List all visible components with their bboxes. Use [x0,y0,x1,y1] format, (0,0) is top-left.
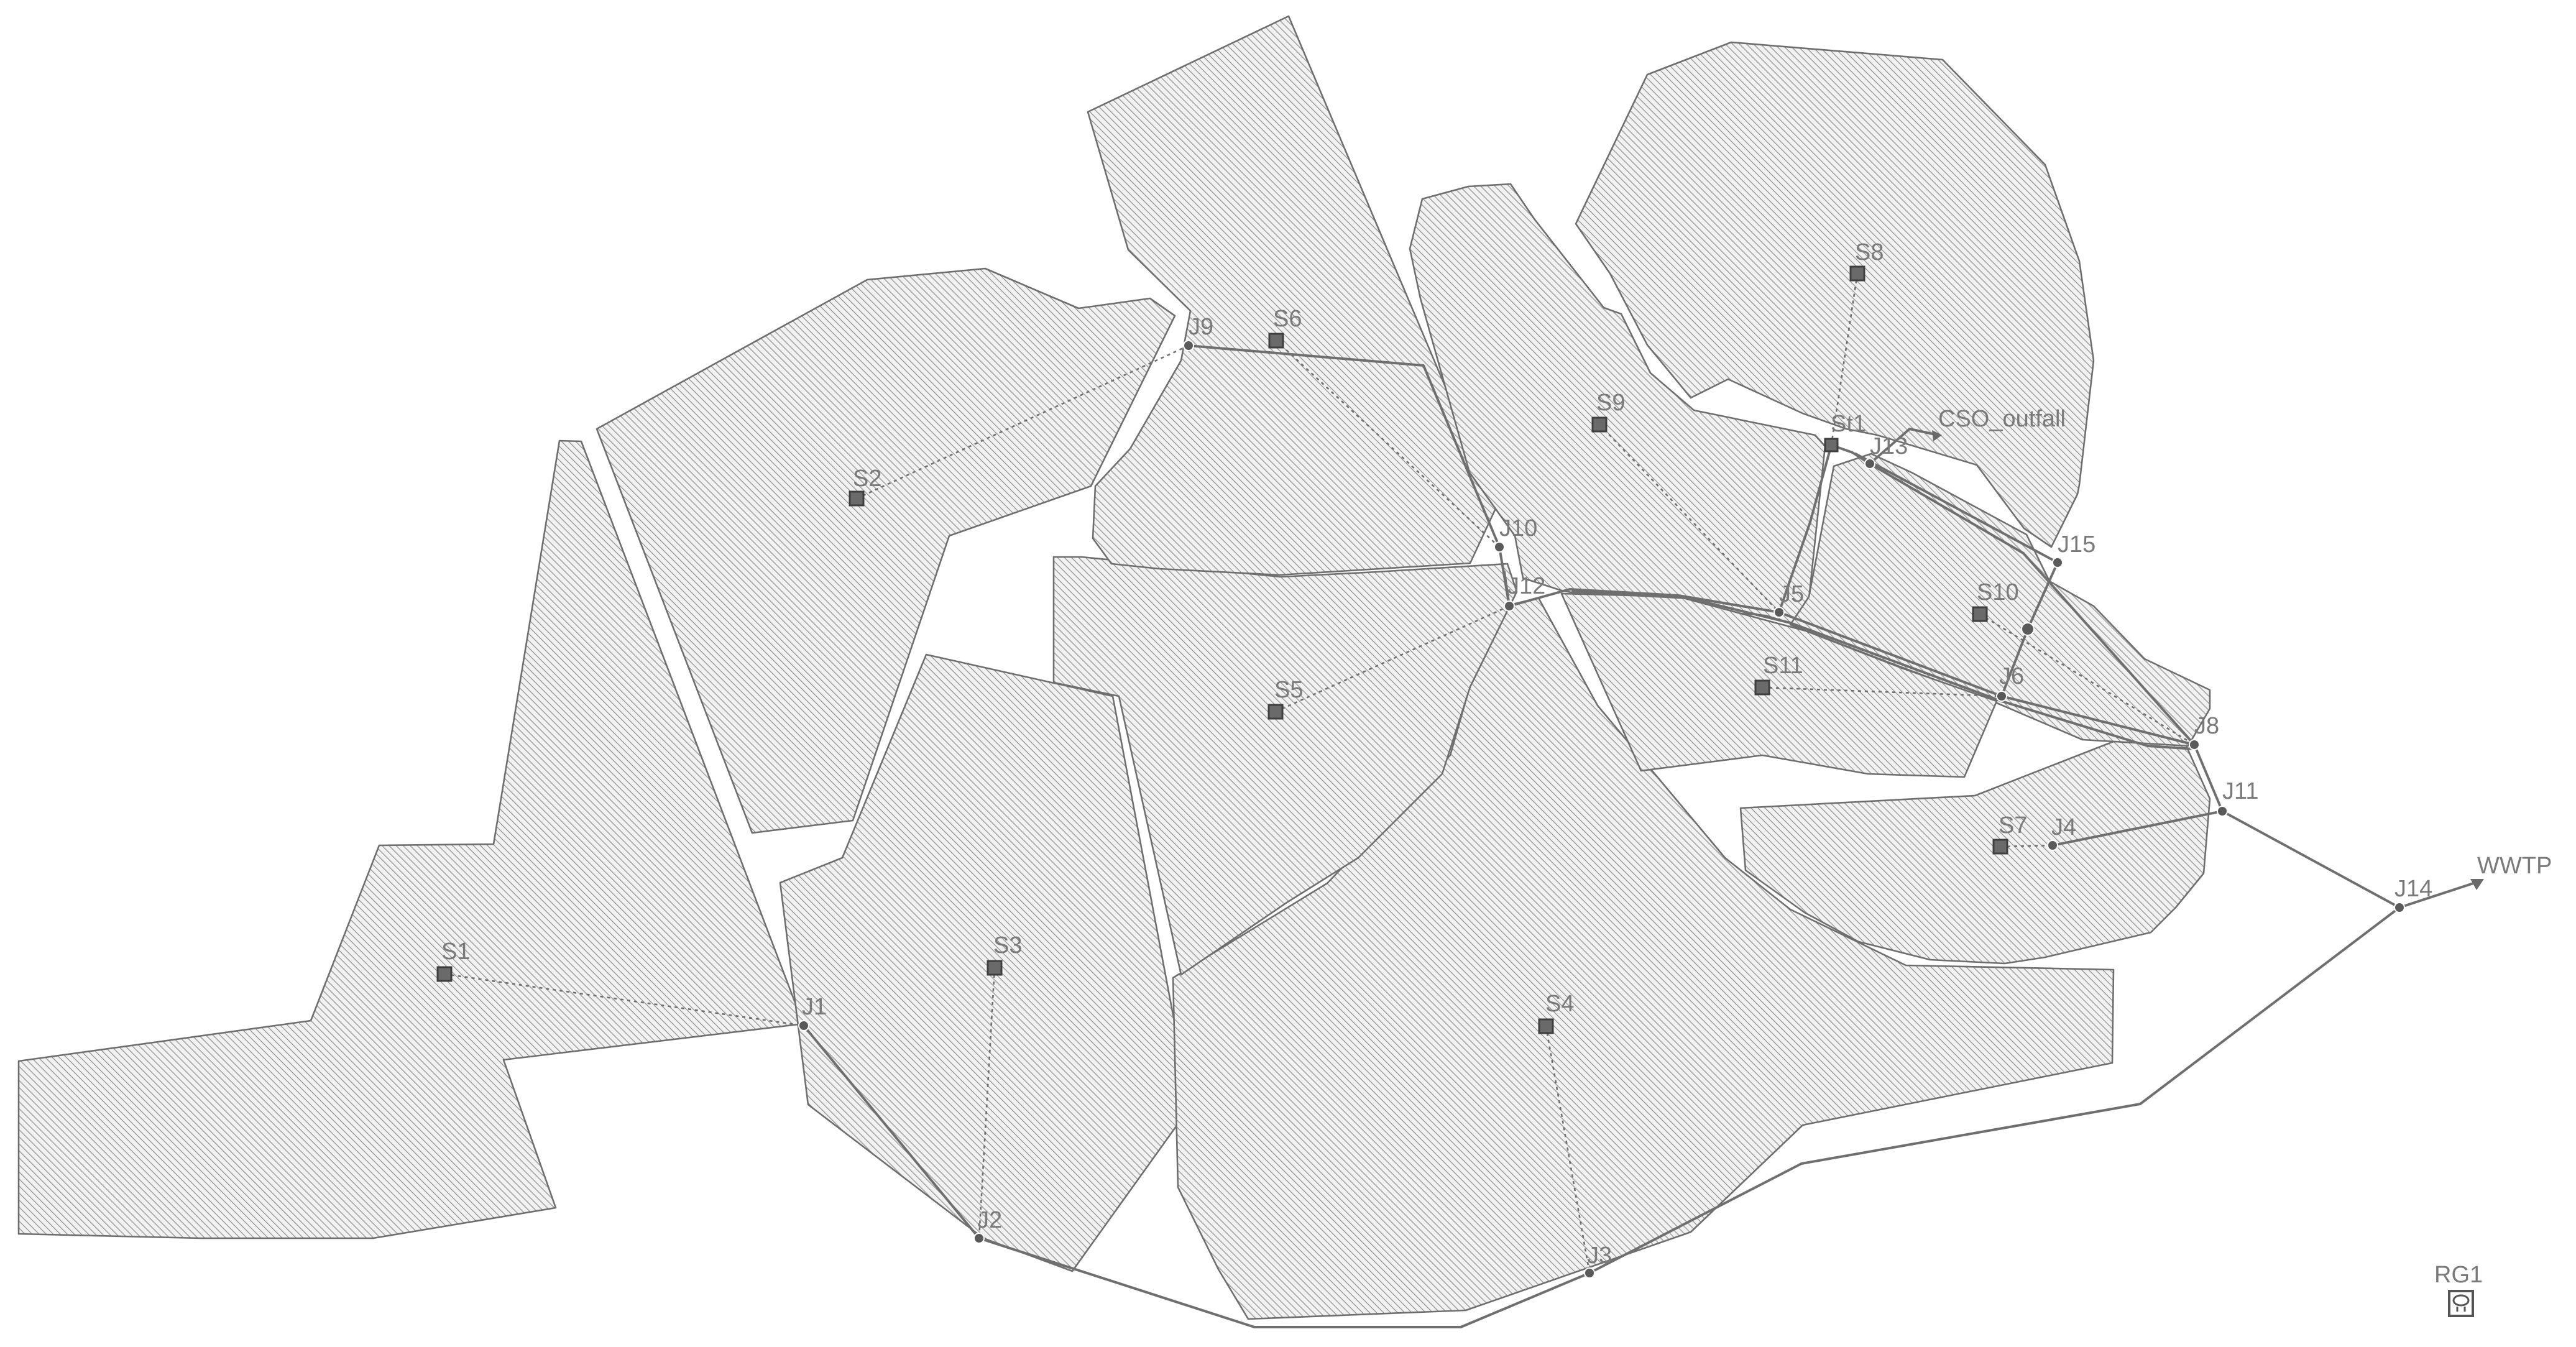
subcatchment-marker-s1[interactable] [436,966,453,982]
outfall-arrow-wwtp[interactable] [2470,879,2484,890]
junction-node-j5[interactable] [1773,607,1785,618]
subcatchment-routing-lines [444,273,2195,1274]
label-j14: J14 [2394,876,2432,902]
label-j3: J3 [1587,1243,1612,1269]
label-s9: S9 [1596,390,1625,416]
subcatchment-marker-s3[interactable] [987,960,1003,976]
conduit-j13-j15 [1854,453,2059,564]
junction-node-j4[interactable] [2047,840,2058,851]
subcatchment-area-s6[interactable] [1087,15,1497,576]
junction-node-j6-upstream[interactable] [2021,622,2035,636]
subcatchment-area-s2[interactable] [596,267,1176,834]
routing-line-s7-j4 [2000,844,2053,848]
label-j10: J10 [1499,515,1537,541]
label-s4: S4 [1545,991,1574,1017]
conduit-j14-wwtp [2398,880,2480,909]
label-cso-outfall: CSO_outfall [1938,406,2066,432]
subcatchment-areas [17,15,2211,1320]
conduit-j6-j8 [2000,695,2196,746]
junction-node-j13[interactable] [1864,458,1875,469]
junction-node-j14[interactable] [2394,902,2405,913]
storage-node-st1[interactable] [1824,438,1839,453]
label-s7: S7 [1999,812,2027,839]
conduit-j2-j3 [978,1237,1591,1328]
conduit-j4-j11 [2051,810,2224,847]
junction-node-j12[interactable] [1504,600,1515,612]
outfall-arrow-cso[interactable] [1932,430,1942,441]
label-j12: J12 [1507,573,1545,599]
junction-node-j8[interactable] [2189,739,2200,750]
subcatchment-marker-s2[interactable] [849,490,865,507]
label-j1: J1 [802,994,827,1020]
routing-line-s10-j8 [1979,613,2195,746]
subcatchment-marker-s9[interactable] [1591,416,1608,433]
routing-line-s5-j12 [1275,605,1510,713]
label-j4: J4 [2051,814,2076,840]
subcatchment-marker-s6[interactable] [1268,333,1284,349]
junction-node-j3[interactable] [1584,1267,1595,1279]
subcatchment-marker-s5[interactable] [1267,704,1284,720]
label-j5: J5 [1779,581,1804,607]
conduit-j1-j2 [803,1024,980,1239]
routing-line-s4-j3 [1545,1026,1591,1274]
label-j9: J9 [1189,314,1213,340]
subcatchment-area-s11[interactable] [1560,592,1998,778]
element-labels: S1 S2 S3 S4 S5 S6 S7 S8 S9 S10 S11 J1 J2… [441,239,2552,1288]
subcatchment-area-s5[interactable] [1052,556,1518,976]
subcatchment-marker-s4[interactable] [1538,1018,1554,1034]
routing-line-s9-j5 [1599,424,1780,613]
label-s8: S8 [1855,239,1884,265]
label-st1: St1 [1831,411,1866,437]
label-j2: J2 [977,1207,1002,1233]
label-wwtp: WWTP [2477,853,2552,879]
label-rg1: RG1 [2434,1262,2483,1288]
label-s10: S10 [1977,579,2019,605]
conduit-j12-j5 [1508,588,1780,614]
junction-node-j10[interactable] [1494,541,1505,553]
conduit-j13-j8 [1869,462,2196,746]
routing-line-s11-j6 [1762,686,2002,697]
routing-line-s1-j1 [444,973,804,1027]
conduit-j5-j6 [1778,611,2003,697]
conduit-j8-j11 [2193,743,2224,812]
conduit-j12-j8-parallel [1571,591,2196,750]
subcatchment-marker-s10[interactable] [1972,606,1988,622]
junction-node-j1[interactable] [798,1020,809,1031]
conduit-j5-st1 [1778,444,1833,614]
conduit-j13-cso [1869,428,1939,465]
routing-line-s8-st1 [1830,273,1859,446]
conduit-j10-j12-b [1503,571,1511,607]
junction-node-j11[interactable] [2217,806,2228,817]
junction-node-j9[interactable] [1183,340,1194,351]
label-j13: J13 [1870,433,1908,459]
label-s5: S5 [1274,677,1303,703]
label-s2: S2 [853,466,881,492]
rain-gage-icon[interactable] [2448,1290,2474,1317]
junction-node-j15[interactable] [2052,557,2063,568]
conduit-j9-j10 [1187,344,1501,548]
subcatchment-marker-s7[interactable] [1992,839,2008,855]
label-s11: S11 [1763,653,1803,679]
conduit-j3-j14 [1588,906,2401,1274]
network-nodes [436,265,2484,1279]
label-s3: S3 [993,932,1022,959]
label-j8: J8 [2194,713,2219,739]
subcatchment-area-s8[interactable] [1575,41,2095,548]
junction-node-j2[interactable] [973,1233,985,1244]
label-j6: J6 [1999,663,2024,689]
subcatchment-marker-s11[interactable] [1754,679,1770,696]
routing-line-s6-j10 [1276,340,1500,548]
conduits [803,344,2480,1328]
routing-line-s3-j2 [978,967,996,1239]
label-j15: J15 [2058,531,2095,558]
junction-node-j6[interactable] [1996,691,2007,702]
label-j11: J11 [2222,778,2258,804]
conduit-j11-j14 [2221,810,2401,909]
label-s6: S6 [1273,306,1302,332]
subcatchment-marker-s8[interactable] [1849,265,1865,282]
label-s1: S1 [441,939,470,965]
